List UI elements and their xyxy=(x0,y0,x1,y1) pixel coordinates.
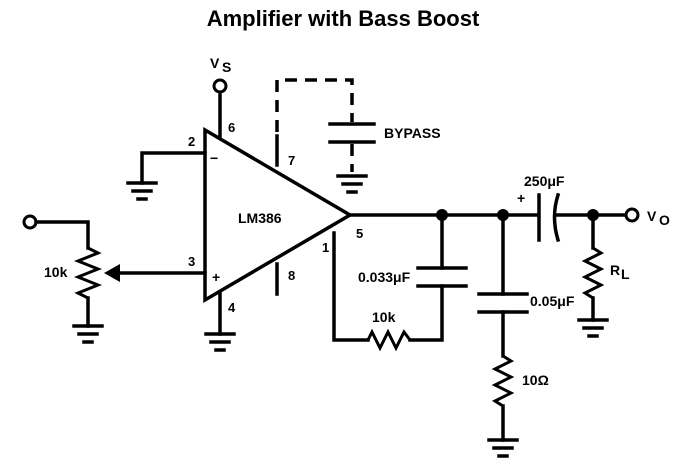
feedback-wire xyxy=(408,284,444,342)
bypass-dashed-wire xyxy=(275,78,354,132)
pin-4-label: 4 xyxy=(228,300,236,315)
rl-subscript: L xyxy=(621,266,630,282)
vo-subscript: O xyxy=(659,212,670,228)
diagram-title: Amplifier with Bass Boost xyxy=(206,6,480,31)
vs-label: V xyxy=(210,55,220,71)
feedback-resistor-label: 10k xyxy=(372,309,396,325)
vs-subscript: S xyxy=(222,59,231,75)
pin-5-label: 5 xyxy=(356,226,363,241)
resistor-10-ohm xyxy=(491,354,515,408)
potentiometer-10k xyxy=(73,246,103,300)
vo-terminal xyxy=(624,207,640,223)
rl-label: R xyxy=(610,262,620,278)
input-terminal xyxy=(22,214,38,230)
inverting-sign: − xyxy=(210,150,218,166)
cap-plus-sign: + xyxy=(517,190,525,206)
input-wire xyxy=(34,220,90,250)
pin2-wire xyxy=(140,151,207,185)
cap2-label: 0.05μF xyxy=(530,293,575,309)
load-resistor-rl xyxy=(581,246,605,300)
bypass-label: BYPASS xyxy=(384,125,441,141)
feedback-resistor-10k xyxy=(366,328,412,352)
pin-1-label: 1 xyxy=(322,240,329,255)
wiper-arrow-icon xyxy=(104,264,120,282)
output-capacitor-250 xyxy=(552,192,561,243)
cap-out-label: 250μF xyxy=(524,173,565,189)
pin-8-label: 8 xyxy=(288,268,295,283)
pin-7-label: 7 xyxy=(288,153,295,168)
zobel-resistor-label: 10Ω xyxy=(522,372,549,388)
lm386-amplifier xyxy=(203,126,354,304)
pin-6-label: 6 xyxy=(228,120,235,135)
pot-label: 10k xyxy=(44,264,68,280)
noninverting-sign: + xyxy=(212,269,220,285)
vs-terminal xyxy=(212,78,228,94)
pin1-wire xyxy=(332,231,370,342)
cap1-label: 0.033μF xyxy=(358,269,411,285)
ic-label: LM386 xyxy=(238,210,282,226)
pin-3-label: 3 xyxy=(188,254,195,269)
vo-label: V xyxy=(647,208,657,224)
pin-2-label: 2 xyxy=(188,134,195,149)
